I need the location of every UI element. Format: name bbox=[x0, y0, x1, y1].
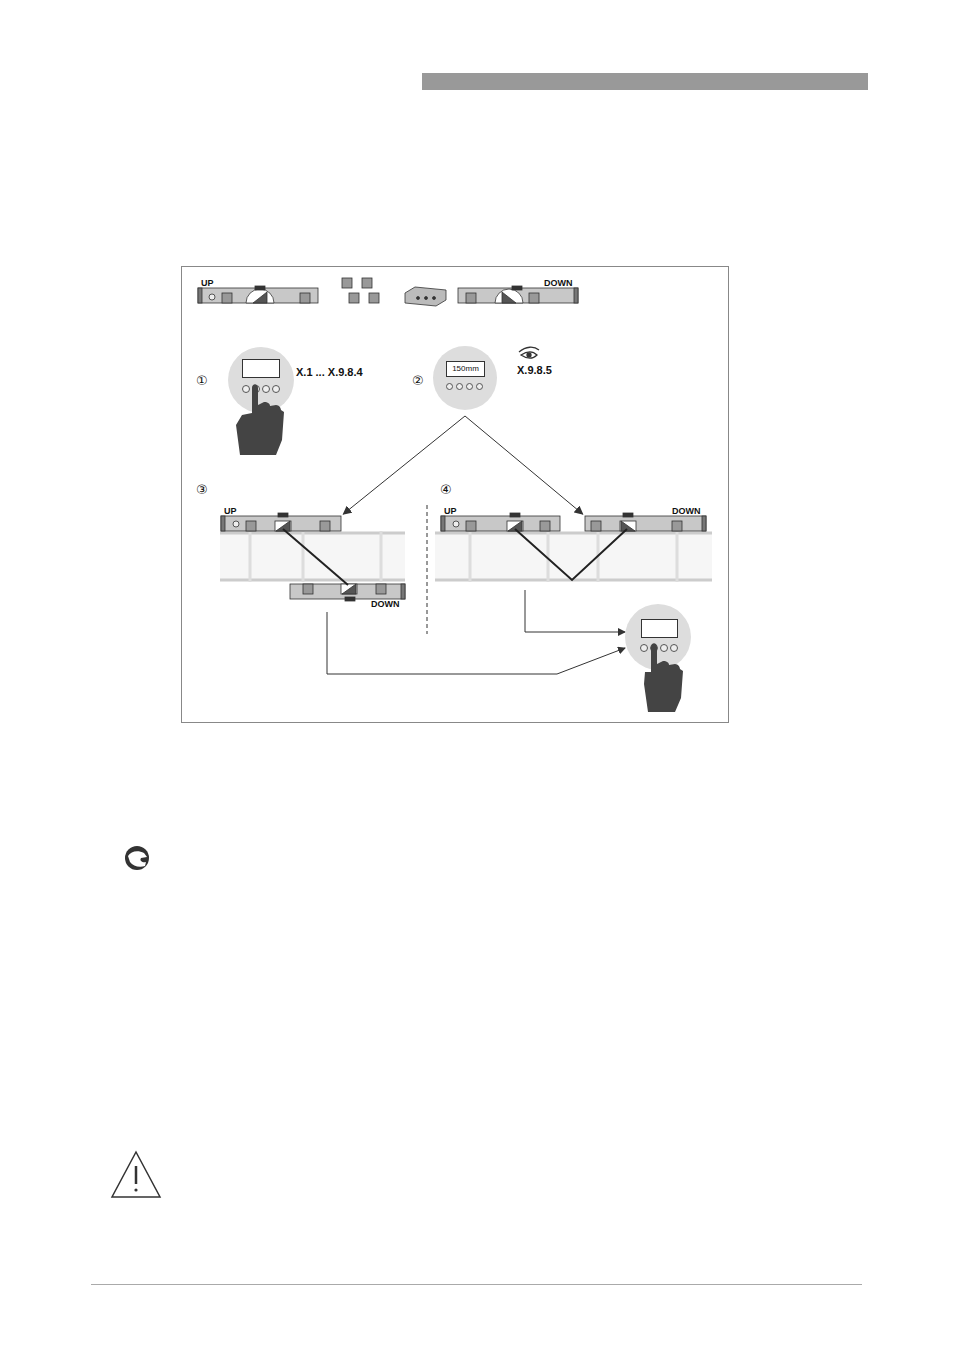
note-icon bbox=[125, 846, 149, 870]
rail-label: UP bbox=[444, 507, 457, 516]
rail-node: DOWN bbox=[290, 584, 405, 599]
arrow-connector bbox=[343, 416, 465, 514]
rail-node: UP bbox=[441, 516, 560, 531]
rail-label: DOWN bbox=[371, 600, 400, 609]
rail-label: DOWN bbox=[672, 507, 701, 516]
pipe bbox=[435, 531, 712, 582]
rail bbox=[441, 513, 560, 531]
rail bbox=[198, 286, 318, 303]
callout-number: ④ bbox=[440, 482, 452, 497]
footer-rule bbox=[91, 1284, 862, 1285]
divider bbox=[427, 505, 428, 634]
rail bbox=[290, 584, 405, 601]
transducer-icons bbox=[342, 278, 379, 303]
wire bbox=[327, 612, 625, 674]
rail-node: DOWN bbox=[585, 516, 706, 531]
pipe bbox=[220, 531, 405, 582]
key-button bbox=[466, 383, 473, 390]
rail-label: UP bbox=[201, 279, 214, 288]
rail-node: DOWN bbox=[458, 288, 578, 303]
header-bar bbox=[422, 73, 868, 90]
rail-node: UP bbox=[221, 516, 341, 531]
eye-icon bbox=[519, 347, 539, 358]
menu-reference: X.9.8.5 bbox=[517, 364, 552, 376]
sound-path bbox=[515, 529, 627, 580]
rail bbox=[221, 513, 341, 531]
keypad-display bbox=[625, 604, 691, 712]
callout-number: ① bbox=[196, 373, 208, 388]
wire bbox=[525, 590, 625, 632]
keypad-display bbox=[228, 347, 294, 455]
menu-reference: X.1 ... X.9.8.4 bbox=[296, 366, 363, 378]
rail-label: UP bbox=[224, 507, 237, 516]
figure-frame bbox=[182, 267, 729, 723]
rail bbox=[458, 286, 578, 303]
callout-number: ③ bbox=[196, 482, 208, 497]
key-button bbox=[456, 383, 463, 390]
key-button bbox=[476, 383, 483, 390]
callout-number: ② bbox=[412, 373, 424, 388]
keypad-display: 150mm bbox=[433, 346, 497, 410]
sound-path bbox=[283, 529, 348, 585]
warning-icon bbox=[112, 1152, 160, 1197]
junction-box bbox=[405, 287, 446, 306]
key-button bbox=[446, 383, 453, 390]
display-value: 150mm bbox=[446, 361, 485, 377]
rail-label: DOWN bbox=[544, 279, 573, 288]
arrow-connector bbox=[465, 416, 583, 514]
rail-node: UP bbox=[198, 288, 318, 303]
